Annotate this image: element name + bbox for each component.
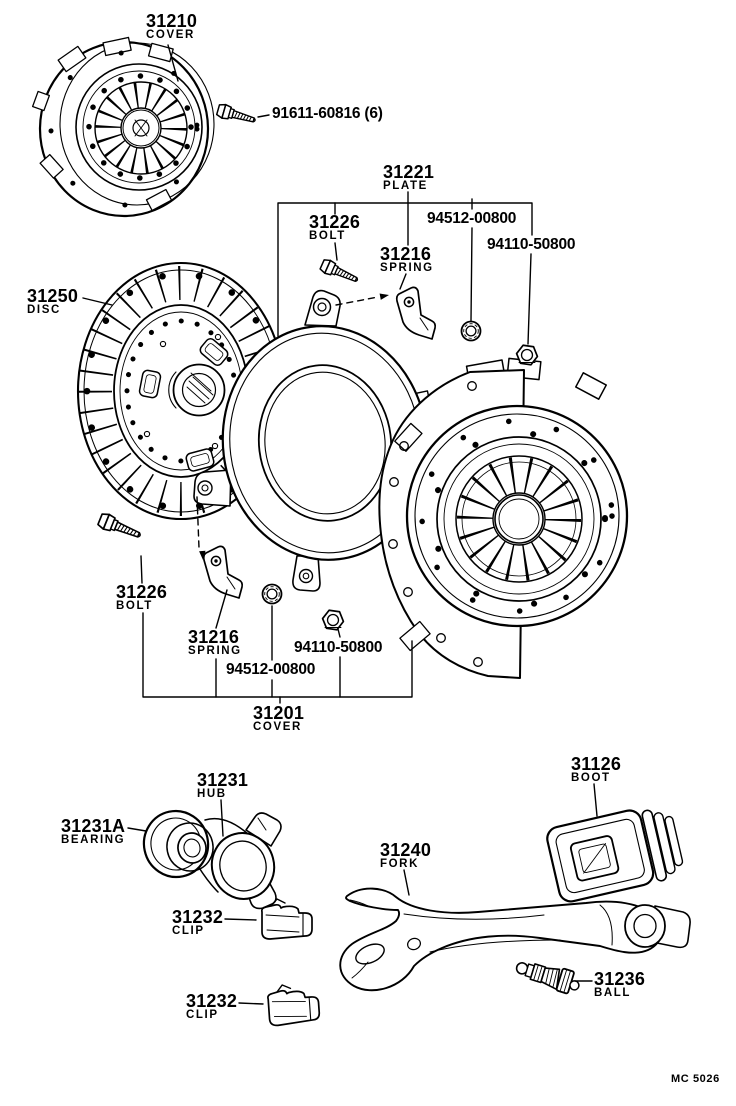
callout-31231-hub: 31231 HUB [197, 770, 249, 800]
leader-31232-upper [224, 918, 257, 921]
part-number: 94110-50800 [294, 639, 383, 656]
tick-31216-bottom [215, 589, 228, 698]
part-name: CLIP [172, 925, 205, 937]
clutch-cover-assembly-top-drawing [31, 36, 215, 218]
part-number: 94512-00800 [226, 661, 316, 678]
leader-31250 [82, 297, 113, 306]
leader-31240 [403, 869, 410, 896]
callout-31216-spring-top: 31216 SPRING [380, 244, 434, 274]
leader-31126 [593, 783, 598, 817]
bracket-top [277, 202, 533, 337]
hex-nut-bottom-drawing [320, 608, 346, 632]
tick-94512-top [470, 198, 473, 322]
part-name: SPRING [188, 645, 242, 657]
dashed-arrow-top [335, 296, 379, 306]
tick-94110-bottom [337, 628, 341, 698]
callout-31232-clip-upper: 31232 CLIP [172, 907, 224, 937]
callout-94110-top: 94110-50800 [487, 236, 576, 253]
callout-31226-bolt-bottom: 31226 BOLT [116, 582, 168, 612]
leader-31210 [167, 44, 179, 82]
callout-94512-top: 94512-00800 [427, 210, 517, 227]
part-name: COVER [253, 721, 302, 733]
callout-31231a-bearing: 31231A BEARING [61, 816, 126, 846]
part-name: HUB [197, 788, 227, 800]
part-number: 31236 [594, 969, 646, 989]
flywheel-bolt-drawing [215, 102, 258, 128]
part-number: 31231A [61, 816, 126, 836]
part-number: 31216 [188, 627, 240, 647]
part-number: 31231 [197, 770, 249, 790]
callout-31126-boot: 31126 BOOT [571, 754, 622, 784]
part-name: FORK [380, 858, 419, 870]
part-name: BOOT [571, 772, 611, 784]
release-fork-drawing [339, 887, 691, 992]
hex-nut-top-drawing [514, 343, 540, 367]
clutch-cover-assembly-right-drawing [378, 357, 629, 679]
part-number: 31250 [27, 286, 79, 306]
callout-31201-cover: 31201 COVER [253, 703, 305, 733]
callout-91611-60816: 91611-60816 (6) [272, 105, 383, 122]
part-number: 31232 [186, 991, 238, 1011]
ball-stud-drawing [515, 962, 580, 995]
callout-31210-cover: 31210 COVER [146, 11, 198, 41]
callout-31232-clip-lower: 31232 CLIP [186, 991, 238, 1021]
tick-31226-bottom [140, 555, 143, 584]
part-name: PLATE [383, 180, 428, 192]
dashed-arrow-bottom [196, 496, 200, 549]
figure-code: MC 5026 [671, 1073, 720, 1085]
callout-31236-ball: 31236 BALL [594, 969, 646, 999]
part-number: 31210 [146, 11, 198, 31]
washer-nut-top-drawing [460, 320, 482, 342]
bolt-bottom-drawing [96, 511, 144, 544]
part-name: BEARING [61, 834, 126, 846]
bolt-top-drawing [318, 257, 361, 288]
part-name: DISC [27, 304, 61, 316]
callout-94512-bottom: 94512-00800 [226, 661, 316, 678]
part-name: BALL [594, 987, 632, 999]
washer-nut-bottom-drawing [261, 583, 283, 605]
spring-top-drawing [395, 286, 437, 340]
leader-31231a [127, 827, 147, 832]
part-number: 94512-00800 [427, 210, 517, 227]
part-number: 31240 [380, 840, 432, 860]
callout-31216-spring-bottom: 31216 SPRING [188, 627, 242, 657]
boot-drawing [546, 809, 684, 903]
bracket-bottom [142, 612, 413, 698]
leader-31231 [220, 799, 224, 837]
callout-94110-bottom: 94110-50800 [294, 639, 383, 656]
release-bearing-drawing [142, 809, 214, 879]
leader-lines [82, 44, 598, 1005]
callout-31240-fork: 31240 FORK [380, 840, 432, 870]
part-name: BOLT [116, 600, 153, 612]
part-name: COVER [146, 29, 195, 41]
leader-94110-top [527, 253, 532, 345]
callout-31250-disc: 31250 DISC [27, 286, 79, 316]
leader-91611 [257, 114, 270, 118]
part-number: 31216 [380, 244, 432, 264]
leader-31216-top [399, 273, 407, 290]
part-name: SPRING [380, 262, 434, 274]
clip-lower-drawing [266, 981, 321, 1027]
callout-31221-plate: 31221 PLATE [383, 162, 435, 192]
assembly-arrows [196, 293, 389, 560]
callout-31226-bolt-top: 31226 BOLT [309, 212, 361, 242]
part-number: 31201 [253, 703, 305, 723]
part-number: 31126 [571, 754, 622, 774]
part-number: 31221 [383, 162, 435, 182]
part-number: 31232 [172, 907, 224, 927]
part-number: 31226 [116, 582, 168, 602]
part-name: CLIP [186, 1009, 219, 1021]
tick-31226-top [334, 202, 338, 261]
part-number: 91611-60816 (6) [272, 105, 383, 122]
release-hub-drawing [197, 812, 282, 910]
part-name: BOLT [309, 230, 346, 242]
part-number: 31226 [309, 212, 361, 232]
part-number: 94110-50800 [487, 236, 576, 253]
leader-31232-lower [238, 1002, 264, 1005]
spring-bottom-drawing [202, 545, 244, 599]
